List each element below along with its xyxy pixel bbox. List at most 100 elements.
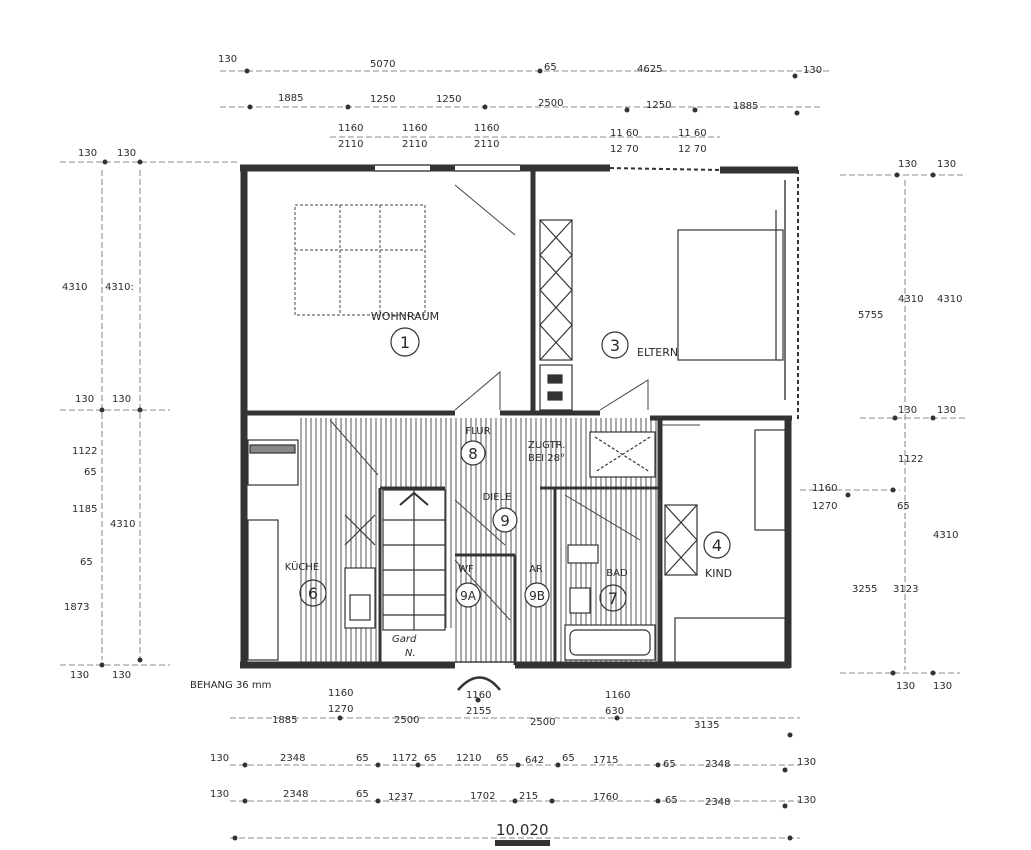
dim-window-height: 1270 <box>328 704 353 715</box>
dim-bottom2: 130 <box>210 753 229 764</box>
dim-window-height: 2110 <box>474 139 499 150</box>
note-zugtr: ZUGTR. <box>528 440 565 451</box>
room-number-circle <box>455 582 481 608</box>
dim-bottom3: 2348 <box>283 789 308 800</box>
room-number-kind: 4 <box>712 536 722 555</box>
room-name-bad: BAD <box>606 568 628 579</box>
dim-bottom2: 642 <box>525 755 544 766</box>
dim-window-height: 630 <box>605 706 624 717</box>
dim-top1-e: 130 <box>803 65 822 76</box>
dim-bottom1: 3135 <box>694 720 719 731</box>
dim-left: 65 <box>84 467 97 478</box>
dim-left: 4310: <box>105 282 134 293</box>
dim-window-width: 1160 <box>338 123 363 134</box>
dim-bottom3: 65 <box>356 789 369 800</box>
dim-bottom2: 65 <box>356 753 369 764</box>
wardrobe-eltern <box>539 219 573 411</box>
dim-bottom2: 65 <box>562 753 575 764</box>
dim-window-height: 2110 <box>338 139 363 150</box>
dim-right: 4310 <box>898 294 923 305</box>
room-labels: WOHNRAUM 1 3 ELTERN 4 KIND KÜCHE 6 BAD 7… <box>190 310 732 839</box>
dim-right: 130 <box>933 681 952 692</box>
dim-bottom2: 2348 <box>705 759 730 770</box>
room-number-bad: 7 <box>608 589 618 608</box>
interior-partitions <box>378 486 660 665</box>
dim-right: 1122 <box>898 454 923 465</box>
dim-bottom2: 65 <box>424 753 437 764</box>
dim-top1-b: 5070 <box>370 59 395 70</box>
dim-window-height: 2155 <box>466 706 491 717</box>
dim-window-width: 1160 <box>466 690 491 701</box>
dim-left: 1122 <box>72 446 97 457</box>
dim-bottom3: 1760 <box>593 792 618 803</box>
room-number-circle <box>492 507 518 533</box>
dim-bottom2: 130 <box>797 757 816 768</box>
dim-bottom2: 65 <box>496 753 509 764</box>
dim-right: 65 <box>897 501 910 512</box>
room-number-circle <box>599 584 627 612</box>
room-number-ar: 9B <box>529 589 545 603</box>
dim-top2-e: 1250 <box>646 100 671 111</box>
dim-bottom2: 65 <box>663 759 676 770</box>
room-number-circle <box>601 331 629 359</box>
bathroom-fixtures <box>564 544 656 661</box>
door-swings <box>329 184 700 621</box>
dim-bottom3: 130 <box>210 789 229 800</box>
dimension-ticks <box>99 68 936 841</box>
dim-right: 3123 <box>893 584 918 595</box>
dining-table <box>294 204 426 316</box>
room-name-flur: FLUR <box>465 426 490 437</box>
dim-top2-a: 1885 <box>278 93 303 104</box>
note-behang: BEHANG 36 mm <box>190 680 271 691</box>
dim-top2-c: 1250 <box>436 94 461 105</box>
dim-left: 130 <box>70 670 89 681</box>
room-number-diele: 9 <box>500 512 510 530</box>
dim-bottom3: 1702 <box>470 791 495 802</box>
room-number-eltern: 3 <box>610 336 620 355</box>
note-gard: Gard <box>392 634 417 645</box>
dim-window-width: 11 60 <box>678 128 707 139</box>
dim-bottom3: 215 <box>519 791 538 802</box>
room-name-kueche: KÜCHE <box>285 560 319 573</box>
room-number-kueche: 6 <box>308 584 318 603</box>
dim-right: 5755 <box>858 310 883 321</box>
note-zugtr-angle: BEI 28° <box>528 453 565 464</box>
room-number-flur: 8 <box>468 445 478 463</box>
room-name-diele: DIELE <box>483 492 512 503</box>
dimension-texts: 130 5070 65 4625 130 1885 1250 1250 2500… <box>62 54 962 808</box>
room-number-circle <box>460 440 486 466</box>
room-number-circle <box>524 582 550 608</box>
dim-right: 130 <box>937 405 956 416</box>
dim-right: 1270 <box>812 501 837 512</box>
room-name-ar: AR <box>529 564 543 575</box>
dim-top1-d: 4625 <box>637 64 662 75</box>
room-number-wohnraum: 1 <box>400 333 410 352</box>
dim-top2-d: 2500 <box>538 98 563 109</box>
dim-top1-a: 130 <box>218 54 237 65</box>
room-name-eltern: ELTERN <box>637 346 678 359</box>
dimension-lines <box>60 70 965 839</box>
dim-right: 130 <box>898 159 917 170</box>
outer-wall-thin <box>609 167 799 420</box>
bed-eltern <box>677 210 784 361</box>
dim-right: 130 <box>898 405 917 416</box>
dim-left: 1873 <box>64 602 89 613</box>
room-number-circle <box>703 531 731 559</box>
windows <box>375 164 786 663</box>
dim-left: 130 <box>112 394 131 405</box>
dim-left: 130 <box>112 670 131 681</box>
room-name-kind: KIND <box>705 567 732 580</box>
dim-bottom1: 1885 <box>272 715 297 726</box>
total-width: 10.020 <box>496 821 549 839</box>
dim-bottom1: 2500 <box>530 717 555 728</box>
staircase <box>382 489 446 631</box>
dim-right: 130 <box>896 681 915 692</box>
dim-bottom3: 130 <box>797 795 816 806</box>
dim-window-width: 1160 <box>605 690 630 701</box>
dim-bottom2: 1172 <box>392 753 417 764</box>
dim-right: 1160 <box>812 483 837 494</box>
dim-bottom2: 1715 <box>593 755 618 766</box>
dim-right: 4310 <box>933 530 958 541</box>
hall-cabinet <box>589 431 656 478</box>
